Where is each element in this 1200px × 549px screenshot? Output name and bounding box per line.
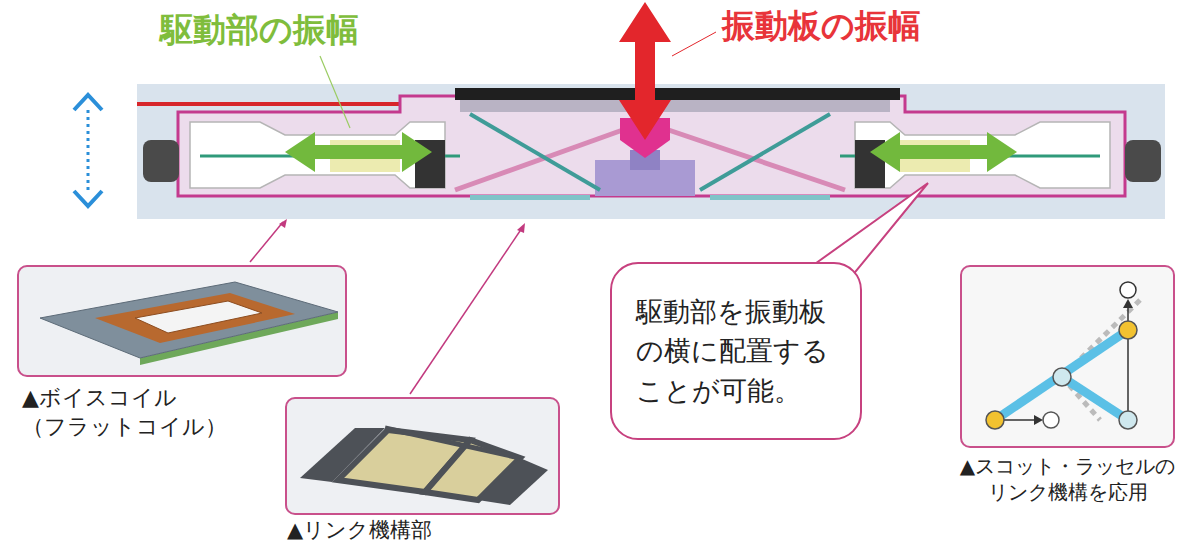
link-mechanism-picture-shape xyxy=(385,428,520,458)
picture-caption: ▲ボイスコイル （フラットコイル） xyxy=(22,384,262,441)
panel-frame xyxy=(285,397,560,515)
scott-russell-picture-shape xyxy=(1123,299,1133,308)
voice-coil-picture-shape xyxy=(40,282,338,358)
picture-panel: ▲スコット・ラッセルの リンク機構を応用 xyxy=(960,265,1175,448)
callout-box: 駆動部を振動板の横に配置することが可能。 xyxy=(610,262,862,440)
amplitude-arrows-shape xyxy=(619,2,671,140)
scott-russell-picture-shape xyxy=(1119,321,1137,339)
scott-russell-picture-shape xyxy=(995,330,1128,420)
voice-coil-picture-shape xyxy=(17,265,347,377)
cross-section-shape xyxy=(710,195,830,200)
amplitude-arrows-shape xyxy=(870,132,1017,172)
scott-russell-picture-shape xyxy=(960,265,1175,448)
cross-section-shape xyxy=(645,122,845,190)
picture-caption: ▲スコット・ラッセルの リンク機構を応用 xyxy=(952,453,1183,505)
cross-section-shape xyxy=(455,88,900,100)
scott-russell-picture-shape xyxy=(1062,377,1128,420)
link-mechanism-picture-shape xyxy=(478,458,548,505)
leader-lines-shape xyxy=(517,223,525,233)
panel-frame xyxy=(960,265,1175,448)
voice-coil-picture-shape xyxy=(135,301,262,333)
scott-russell-picture-shape xyxy=(1053,368,1071,386)
cross-section-shape xyxy=(1125,140,1161,182)
cross-section-shape xyxy=(455,122,645,190)
panel-frame xyxy=(17,265,347,377)
link-mechanism-picture-shape xyxy=(285,397,560,515)
voice-coil-picture xyxy=(17,265,347,377)
picture-panel: ▲リンク機構部 xyxy=(285,397,560,515)
scott-russell-picture-shape xyxy=(1119,411,1137,429)
amplitude-arrows-shape xyxy=(672,32,716,56)
cross-section-shape xyxy=(470,195,590,200)
callout-text: 駆動部を振動板の横に配置することが可能。 xyxy=(636,292,836,409)
leader-lines-shape xyxy=(279,219,287,228)
amplitude-label: 駆動部の振幅 xyxy=(160,10,359,50)
picture-panel: ▲ボイスコイル （フラットコイル） xyxy=(17,265,347,377)
scott-russell-picture-shape xyxy=(1120,282,1136,298)
amplitude-label: 振動板の振幅 xyxy=(722,6,921,46)
amplitude-arrows xyxy=(74,2,1017,206)
amplitude-arrows-shape xyxy=(320,56,350,128)
scott-russell-picture-shape xyxy=(1034,415,1043,425)
cross-section-shape xyxy=(143,140,179,182)
cross-section-shape xyxy=(137,102,405,106)
link-mechanism-picture xyxy=(285,397,560,515)
cross-section-shape xyxy=(470,114,600,190)
scott-russell-picture-shape xyxy=(1043,412,1059,428)
amplitude-arrows-shape xyxy=(87,110,90,192)
amplitude-arrows-shape xyxy=(74,95,102,110)
amplitude-arrows-shape xyxy=(74,191,102,206)
leader-lines-shape xyxy=(250,222,283,262)
scott-russell-picture xyxy=(960,265,1175,448)
callout-text-holder: 駆動部を振動板の横に配置することが可能。 xyxy=(636,292,836,409)
scott-russell-picture-shape xyxy=(1004,419,1036,421)
cross-section-shape xyxy=(700,114,830,190)
cross-section-shape xyxy=(460,100,890,112)
voice-coil-picture-shape xyxy=(95,293,295,343)
amplitude-arrows-shape xyxy=(285,132,432,172)
scott-russell-picture-shape xyxy=(986,411,1004,429)
picture-caption: ▲リンク機構部 xyxy=(287,517,555,544)
leader-lines-shape xyxy=(410,228,522,394)
